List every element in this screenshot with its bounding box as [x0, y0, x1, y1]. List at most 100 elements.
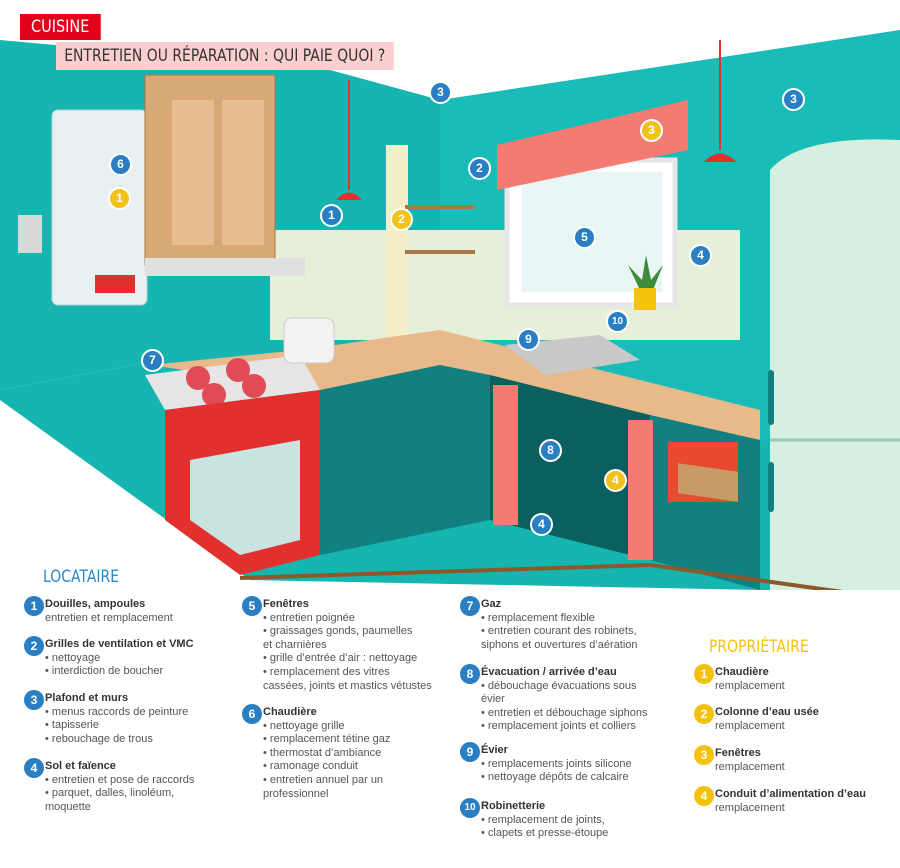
item-line: • parquet, dalles, linoléum, — [45, 787, 175, 800]
item-line: entretien et remplacement — [45, 611, 173, 624]
item-line: • tapisserie — [45, 719, 99, 732]
plant-pot — [634, 288, 656, 310]
burner — [226, 358, 250, 382]
item-line: remplacement — [715, 719, 785, 732]
boiler-panel — [95, 275, 135, 293]
item-line: • débouchage évacuations sous — [481, 679, 637, 692]
item-line: • remplacement flexible — [481, 611, 595, 624]
fridge — [770, 139, 900, 590]
item-title: Gaz — [481, 598, 502, 610]
number-badge: 4 — [694, 786, 714, 806]
marker-tenant-3[interactable]: 3 — [782, 88, 805, 111]
item-line: moquette — [45, 800, 91, 813]
marker-tenant-6[interactable]: 6 — [109, 153, 132, 176]
item-title: Plafond et murs — [45, 692, 129, 704]
item-line: siphons et ouvertures d’aération — [481, 638, 638, 651]
range-hood — [145, 258, 305, 276]
marker-tenant-4[interactable]: 4 — [530, 513, 553, 536]
marker-tenant-9[interactable]: 9 — [517, 328, 540, 351]
item-line: • remplacement joints et colliers — [481, 720, 636, 733]
lamp-left-icon — [336, 192, 362, 200]
marker-tenant-3[interactable]: 3 — [429, 81, 452, 104]
item-line: • nettoyage grille — [263, 719, 345, 732]
item-line: • graissages gonds, paumelles — [263, 625, 413, 638]
marker-tenant-4[interactable]: 4 — [689, 244, 712, 267]
item-line: professionnel — [263, 787, 329, 800]
burner — [186, 366, 210, 390]
item-line: • remplacements joints silicone — [481, 757, 632, 770]
number-badge: 2 — [694, 704, 714, 724]
item-line: • menus raccords de peinture — [45, 705, 189, 718]
toaster — [283, 317, 335, 364]
marker-tenant-8[interactable]: 8 — [539, 439, 562, 462]
item-line: • remplacement de joints, — [481, 813, 605, 826]
marker-tenant-5[interactable]: 5 — [573, 226, 596, 249]
number-badge: 1 — [694, 664, 714, 684]
waste-pipe — [386, 145, 408, 340]
fridge-handle — [768, 370, 774, 425]
item-title: Évier — [481, 744, 508, 756]
marker-owner-4[interactable]: 4 — [604, 469, 627, 492]
marker-tenant-10[interactable]: 10 — [606, 310, 629, 333]
shelf — [405, 250, 475, 254]
item-line: • thermostat d’ambiance — [263, 746, 382, 759]
burner — [242, 374, 266, 398]
number-badge: 6 — [242, 704, 262, 724]
item-line: • entretien courant des robinets, — [481, 625, 637, 638]
lower-cabinets-right — [650, 415, 760, 590]
item-title: Évacuation / arrivée d’eau — [481, 666, 617, 678]
shelf — [405, 205, 475, 209]
number-badge: 2 — [24, 636, 44, 656]
number-badge: 7 — [460, 596, 480, 616]
item-line: • remplacement des vitres — [263, 665, 390, 678]
item-line: • clapets et presse-étoupe — [481, 827, 609, 840]
number-badge: 10 — [460, 798, 480, 818]
item-line: • interdiction de boucher — [45, 665, 164, 678]
oven-door — [190, 440, 300, 555]
thermostat — [18, 215, 42, 253]
marker-tenant-1[interactable]: 1 — [320, 204, 343, 227]
item-title: Robinetterie — [481, 800, 546, 812]
item-title: Fenêtres — [263, 598, 309, 610]
item-line: • entretien et pose de raccords — [45, 773, 195, 786]
number-badge: 5 — [242, 596, 262, 616]
cabinet-door-right — [222, 100, 264, 245]
burner — [202, 383, 226, 407]
marker-owner-1[interactable]: 1 — [108, 187, 131, 210]
number-badge: 9 — [460, 742, 480, 762]
item-title: Colonne d’eau usée — [715, 706, 819, 718]
curtain — [493, 385, 518, 525]
marker-tenant-2[interactable]: 2 — [468, 157, 491, 180]
floor-edge — [239, 562, 843, 590]
page-title: ENTRETIEN OU RÉPARATION : QUI PAIE QUOI … — [56, 42, 394, 70]
tenant-heading: LOCATAIRE — [43, 567, 120, 587]
sink — [505, 335, 640, 375]
marker-owner-2[interactable]: 2 — [390, 208, 413, 231]
item-line: cassées, joints et mastics vétustes — [263, 679, 432, 692]
item-title: Chaudière — [263, 706, 317, 718]
item-line: • entretien poignée — [263, 611, 355, 624]
lamp-right-icon — [704, 153, 736, 162]
item-line: remplacement — [715, 679, 785, 692]
item-line: et charnières — [263, 638, 327, 651]
cutting-board — [678, 463, 738, 502]
item-title: Conduit d’alimentation d’eau — [715, 788, 866, 800]
marker-tenant-7[interactable]: 7 — [141, 349, 164, 372]
number-badge: 8 — [460, 664, 480, 684]
item-line: • nettoyage dépôts de calcaire — [481, 771, 629, 784]
item-title: Chaudière — [715, 666, 769, 678]
kitchen-illustration — [0, 30, 900, 590]
number-badge: 3 — [24, 690, 44, 710]
marker-owner-3[interactable]: 3 — [640, 119, 663, 142]
cooktop — [145, 355, 320, 410]
